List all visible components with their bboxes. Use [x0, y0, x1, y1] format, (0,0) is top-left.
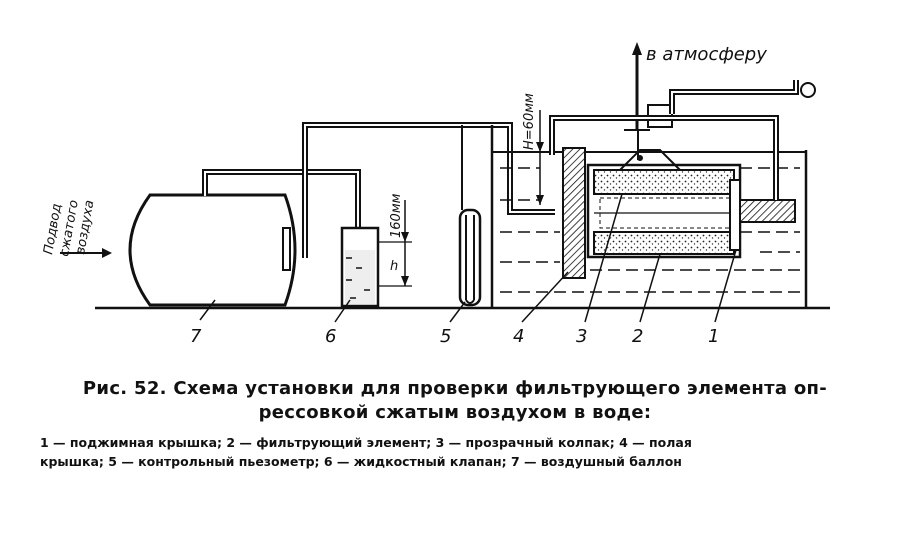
dimension-h: [378, 200, 412, 287]
label-1: 1: [708, 326, 719, 347]
transparent-cap: [619, 130, 681, 171]
label-5: 5: [440, 326, 451, 347]
label-3: 3: [576, 326, 587, 347]
dim-H-label: H=60мм: [522, 93, 537, 150]
water-tank: [490, 125, 808, 307]
hollow-cover: [562, 147, 586, 279]
legend-line-1: 1 — поджимная крышка; 2 — фильтрующий эл…: [40, 435, 692, 450]
liquid-valve: [340, 226, 380, 308]
label-2: 2: [632, 326, 643, 347]
air-tank: [128, 193, 297, 307]
piezometer: [458, 125, 482, 307]
press-cover: [729, 179, 796, 251]
label-7: 7: [190, 326, 202, 347]
label-4: 4: [513, 326, 524, 347]
leader-lines: [199, 193, 737, 323]
air-inlet: [60, 248, 112, 258]
filter-element: [586, 163, 742, 259]
label-6: 6: [325, 326, 336, 347]
atmosphere-label: в атмосферу: [646, 44, 767, 65]
legend-line-2: крышка; 5 — контрольный пьезометр; 6 — ж…: [40, 454, 682, 469]
caption-line-2: рессовкой сжатым воздухом в воде:: [258, 402, 652, 423]
dim-160-label: 160мм: [389, 193, 404, 238]
atmosphere-outlet: [549, 42, 816, 200]
dim-h-label: h: [390, 259, 398, 274]
caption-line-1: Рис. 52. Схема установки для проверки фи…: [82, 378, 828, 399]
dimension-H: [536, 110, 544, 205]
